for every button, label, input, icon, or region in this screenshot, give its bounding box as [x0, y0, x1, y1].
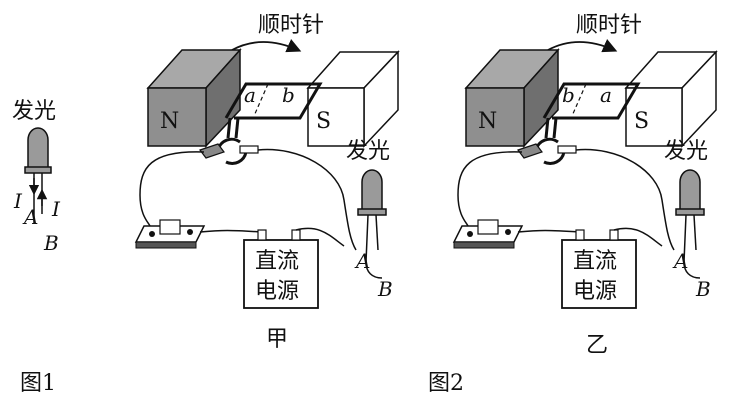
jia-power-supply: 直流 电源 — [243, 229, 319, 309]
fig1-led-body — [27, 127, 49, 169]
fig1-terminal-b: B — [43, 231, 59, 255]
jia-wire-power — [295, 227, 345, 247]
yi-panel-label: 乙 — [586, 333, 608, 358]
yi-rotation-label: 顺时针 — [576, 13, 642, 38]
yi-led: 发光 A B — [664, 139, 711, 301]
yi-power-line1: 直流 — [573, 249, 617, 274]
jia-commutator — [199, 137, 259, 165]
yi-power-line2: 电源 — [573, 279, 617, 304]
yi-magnet-s: S — [624, 50, 718, 148]
panel-yi: 顺时针 N S b a — [452, 13, 718, 358]
jia-glow-label: 发光 — [346, 139, 390, 164]
yi-coil-b: b — [562, 83, 575, 107]
panel-jia: 顺时针 N S a b — [134, 13, 400, 352]
yi-coil-a: a — [600, 83, 612, 107]
jia-led: 发光 A B — [346, 139, 393, 301]
fig1-led-base — [24, 166, 52, 174]
yi-glow-label: 发光 — [664, 139, 708, 164]
yi-wire-switch — [517, 229, 581, 233]
jia-pole-s: S — [316, 109, 331, 134]
yi-magnet-n: N — [464, 48, 560, 148]
fig1-terminal-a: A — [22, 205, 38, 229]
yi-rotation-arrow — [547, 39, 618, 53]
jia-wire-right — [257, 148, 357, 251]
yi-terminal-b: B — [695, 277, 711, 301]
jia-terminal-b: B — [377, 277, 393, 301]
jia-rotation-arrow — [231, 39, 302, 53]
yi-wire-right — [575, 148, 675, 251]
yi-terminal-a: A — [672, 249, 688, 273]
jia-panel-label: 甲 — [266, 327, 288, 352]
jia-coil-a: a — [244, 83, 256, 107]
fig1-led: 发光 I I A B — [12, 99, 61, 255]
jia-coil-b: b — [282, 83, 295, 107]
jia-wire-left — [139, 151, 205, 227]
jia-magnet-s: S — [306, 50, 400, 148]
fig1-current-right: I — [51, 197, 61, 221]
jia-coil — [224, 82, 323, 139]
yi-wire-left — [457, 151, 523, 227]
yi-wire-power — [613, 227, 663, 247]
yi-pole-n: N — [478, 109, 497, 134]
jia-power-line2: 电源 — [255, 279, 299, 304]
jia-power-line1: 直流 — [255, 249, 299, 274]
yi-coil — [542, 82, 641, 139]
jia-switch — [134, 219, 206, 249]
jia-wire-switch — [199, 229, 263, 233]
yi-pole-s: S — [634, 109, 649, 134]
jia-rotation-label: 顺时针 — [258, 13, 324, 38]
yi-commutator — [517, 137, 577, 165]
yi-power-supply: 直流 电源 — [561, 229, 637, 309]
fig1-glow-label: 发光 — [12, 99, 56, 124]
fig2-caption: 图2 — [428, 371, 464, 396]
jia-magnet-n: N — [146, 48, 242, 148]
fig1-caption: 图1 — [20, 371, 56, 396]
yi-switch — [452, 219, 524, 249]
jia-pole-n: N — [160, 109, 179, 134]
fig1-current-left: I — [13, 189, 23, 213]
jia-terminal-a: A — [354, 249, 370, 273]
